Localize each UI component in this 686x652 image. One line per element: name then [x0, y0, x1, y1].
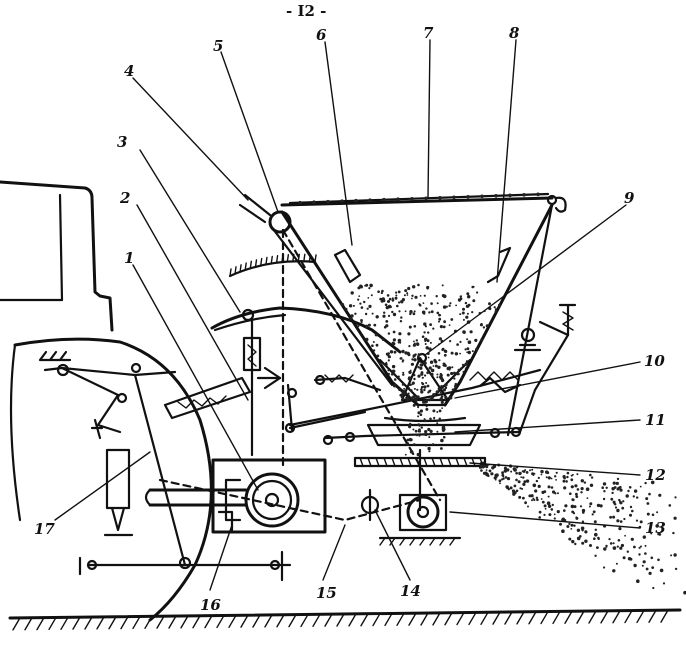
label-12: 12 [645, 466, 666, 484]
leader-lines [54, 39, 641, 591]
label-1: 1 [124, 249, 134, 267]
label-8: 8 [509, 24, 520, 42]
tractor-wheel [9, 337, 213, 622]
label-7: 7 [423, 24, 434, 42]
label-5: 5 [213, 37, 223, 55]
rod-8 [478, 203, 554, 437]
spinner-disc [353, 448, 487, 512]
ground [8, 608, 682, 631]
page-number: - I2 - [286, 2, 326, 20]
label-4: 4 [124, 62, 134, 80]
label-11: 11 [645, 411, 666, 429]
tractor-cab [0, 180, 114, 332]
agitator-cone [378, 352, 472, 402]
label-3: 3 [117, 133, 127, 151]
dosing-gate [288, 303, 577, 434]
grain-particles [340, 283, 686, 595]
control-lever [163, 316, 282, 457]
gearbox [144, 458, 327, 534]
label-16: 16 [200, 596, 221, 614]
label-10: 10 [644, 352, 665, 370]
pulley-5 [238, 193, 394, 387]
label-15: 15 [316, 584, 337, 602]
spring-linkage [284, 374, 382, 434]
label-9: 9 [624, 189, 635, 207]
drive-shaft-dashed [158, 228, 442, 522]
label-17: 17 [34, 520, 55, 538]
label-6: 6 [316, 26, 327, 44]
bevel-drive [360, 488, 462, 546]
label-14: 14 [400, 582, 421, 600]
label-2: 2 [119, 189, 130, 207]
label-13: 13 [645, 519, 666, 537]
lower-link [322, 416, 522, 447]
hitch-linkage [38, 350, 292, 582]
